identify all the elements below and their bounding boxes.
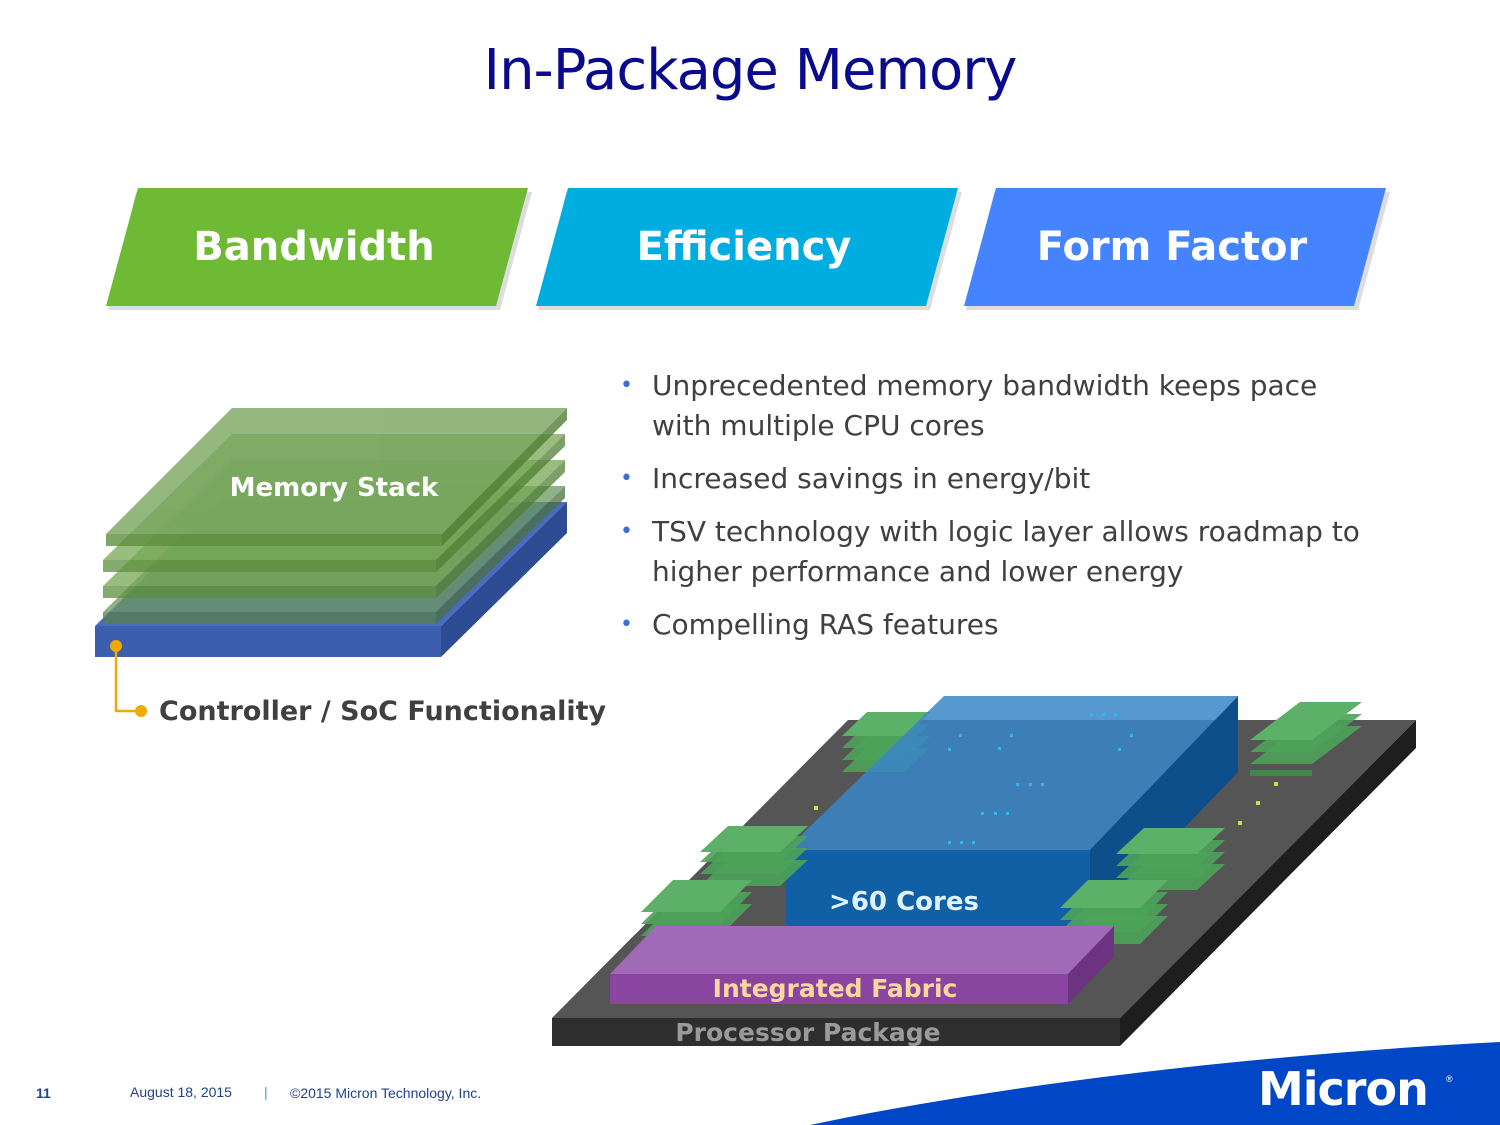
bullet-item: • Compelling RAS features bbox=[620, 605, 1360, 645]
banner-efficiency: Efficiency bbox=[534, 188, 962, 310]
bullet-dot-icon: • bbox=[620, 519, 633, 544]
bullet-text: Increased savings in energy/bit bbox=[652, 462, 1091, 495]
bullet-list: • Unprecedented memory bandwidth keeps p… bbox=[620, 366, 1360, 658]
bullet-text: Compelling RAS features bbox=[652, 608, 999, 641]
footer-separator: | bbox=[264, 1084, 268, 1100]
banner-form-factor-label: Form Factor bbox=[1036, 224, 1308, 270]
page-number: 11 bbox=[36, 1085, 51, 1101]
memory-stack-label: Memory Stack bbox=[230, 473, 439, 503]
banner-form-factor-shape bbox=[964, 188, 1390, 310]
bullet-text: Unprecedented memory bandwidth keeps pac… bbox=[652, 369, 1318, 442]
memory-stack-diagram: Memory Stack Controller / SoC Functional… bbox=[95, 408, 606, 727]
bullet-dot-icon: • bbox=[620, 373, 633, 398]
core-grid-dots bbox=[948, 713, 1133, 844]
banner-bandwidth-label: Bandwidth bbox=[193, 224, 435, 270]
bullet-item: • TSV technology with logic layer allows… bbox=[620, 512, 1360, 592]
processor-package-diagram: >60 Cores Integrated Fabric bbox=[552, 696, 1416, 1047]
banner-bandwidth: Bandwidth bbox=[104, 188, 532, 310]
registered-mark-icon: ® bbox=[1446, 1074, 1453, 1084]
fabric-label: Integrated Fabric bbox=[713, 974, 958, 1003]
memory-layer bbox=[106, 408, 567, 546]
cores-label: >60 Cores bbox=[829, 887, 979, 917]
footer-copyright: ©2015 Micron Technology, Inc. bbox=[290, 1085, 482, 1101]
footer-brand-swoosh bbox=[810, 1042, 1500, 1125]
bullet-dot-icon: • bbox=[620, 466, 633, 491]
banner-efficiency-shape bbox=[536, 188, 962, 310]
bullet-text: TSV technology with logic layer allows r… bbox=[652, 515, 1360, 588]
memory-stacks-top-right bbox=[1250, 702, 1362, 776]
bullet-item: • Increased savings in energy/bit bbox=[620, 459, 1360, 499]
package-label: Processor Package bbox=[675, 1018, 940, 1047]
slide-title: In-Package Memory bbox=[483, 38, 1018, 103]
bullet-dot-icon: • bbox=[620, 612, 633, 637]
bullet-item: • Unprecedented memory bandwidth keeps p… bbox=[620, 366, 1360, 446]
banner-form-factor: Form Factor bbox=[962, 188, 1390, 310]
controller-label: Controller / SoC Functionality bbox=[159, 696, 606, 727]
controller-callout bbox=[110, 640, 147, 717]
banner-bandwidth-shape bbox=[106, 188, 532, 310]
integrated-fabric-block: Integrated Fabric bbox=[610, 926, 1114, 1004]
footer-date: August 18, 2015 bbox=[130, 1084, 232, 1100]
banner-efficiency-label: Efficiency bbox=[636, 224, 852, 270]
micron-logo: Micron bbox=[1258, 1062, 1429, 1116]
